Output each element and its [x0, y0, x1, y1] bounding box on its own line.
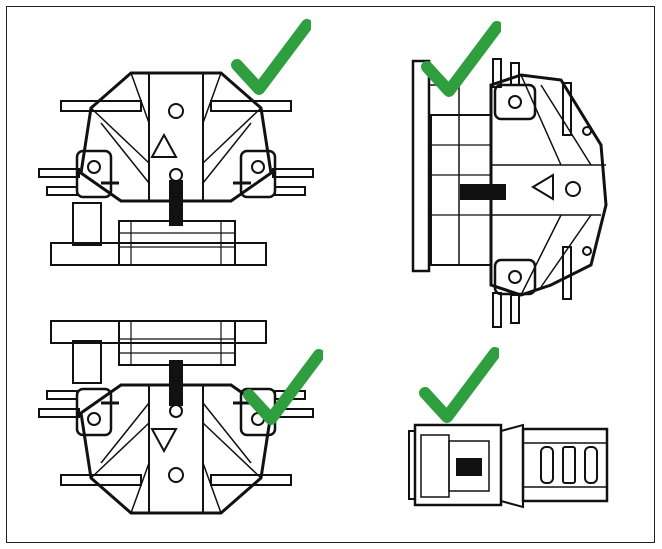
panel-top-right: [411, 55, 631, 335]
panel-top-left: [31, 53, 321, 273]
figure-frame: [6, 6, 655, 543]
device-diagram-upright: [38, 71, 314, 266]
panel-bottom-left: [31, 313, 321, 533]
device-diagram-inverted: [38, 320, 314, 515]
check-mark-icon: [419, 347, 501, 430]
check-mark-icon: [231, 19, 313, 102]
device-diagram-rotated: [411, 58, 608, 328]
check-mark-icon: [421, 21, 503, 104]
device-diagram-side: [408, 423, 609, 509]
check-mark-icon: [243, 349, 325, 432]
panel-bottom-right: [408, 411, 613, 511]
